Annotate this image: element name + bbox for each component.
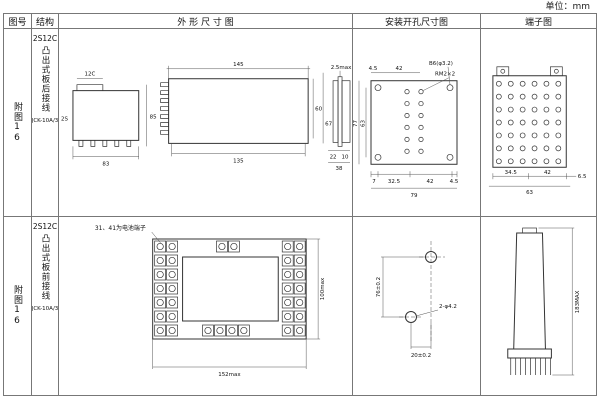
mounting-hole-drawing-rear: 4.5 42 B6(φ3.2) RM2×2 77 63 7 32.5 42 4.… — [353, 61, 459, 199]
dim-65: 6.5 — [578, 174, 587, 180]
dim-left-77: 77 — [353, 120, 359, 127]
dim-base-width: 83 — [102, 161, 109, 167]
dim-height: 85 — [150, 115, 157, 121]
dim-h60: 60 — [315, 107, 322, 113]
row1-mounting-cell: 4.5 42 B6(φ3.2) RM2×2 77 63 7 32.5 42 4.… — [353, 29, 481, 217]
dim-63: 63 — [526, 190, 533, 196]
relay-body-outline — [182, 256, 279, 322]
row2-structure-cell: 2S12C 凸出式板前接线 JCK-10A/3 — [32, 217, 59, 395]
dim-top-45: 4.5 — [369, 66, 378, 72]
dim-top-width: 12C — [84, 72, 95, 78]
right-terminal-columns — [281, 240, 306, 337]
row2-figure-number-cell: 附图16 — [4, 217, 32, 395]
label-corner-hole: B6(φ3.2) — [429, 61, 453, 67]
dim-h67: 67 — [325, 121, 332, 127]
outline-drawing-front-wiring: 31、41为电池端子 — [95, 224, 326, 378]
header-outline-dimensions: 外 形 尺 寸 图 — [59, 14, 353, 29]
relay-panel-side-view: 2.5max 22 10 38 — [328, 65, 352, 172]
center-terminals — [202, 240, 250, 337]
row1-outline-cell: 12C 2S 83 85 145 135 60 67 — [59, 29, 353, 217]
dim-bot-79: 79 — [411, 193, 418, 199]
left-terminal-columns — [154, 240, 178, 337]
dim-345: 34.5 — [505, 170, 517, 176]
header-structure: 结构 — [32, 14, 59, 29]
structure-label: 凸出式板后接线 — [40, 46, 50, 113]
dim-76: 76±0.2 — [376, 277, 382, 297]
dim-bot-45: 4.5 — [450, 179, 459, 185]
structure-label: 凸出式板前接线 — [40, 234, 50, 301]
mounting-hole-top — [425, 251, 437, 263]
drawing-table: 图号 结构 外 形 尺 寸 图 安装开孔尺寸图 端子图 附图16 2S12C 凸… — [3, 13, 597, 396]
relay-front-view: 145 135 60 67 — [160, 62, 333, 164]
row1-structure-cell: 2S12C 凸出式板后接线 JCK-10A/3 — [32, 29, 59, 217]
relay-side-small-view: 12C 2S 83 85 — [61, 72, 157, 168]
dim-side-mark: 2S — [61, 117, 68, 123]
dim-100max: 100max — [320, 277, 326, 300]
battery-terminal-note: 31、41为电池端子 — [95, 224, 146, 232]
terminal-side-view-front: 183MAX — [507, 227, 581, 376]
dim-bot-7: 7 — [372, 179, 376, 185]
figure-number-label: 附图16 — [12, 285, 22, 327]
dim-d22: 22 — [330, 154, 337, 160]
row2-outline-cell: 31、41为电池端子 — [59, 217, 353, 395]
dim-d10: 10 — [342, 154, 349, 160]
dim-panel-thickness: 2.5max — [331, 65, 352, 71]
figure-number-label: 附图16 — [12, 101, 22, 144]
row2-mounting-cell: 76±0.2 20±0.2 2-φ4.2 — [353, 217, 481, 395]
outline-drawing-rear-wiring: 12C 2S 83 85 145 135 60 67 — [61, 62, 352, 172]
row2-terminal-cell: 183MAX — [481, 217, 596, 395]
label-screw-thread: RM2×2 — [435, 72, 455, 78]
model-label: 2S12C — [32, 222, 58, 231]
label-2-phi42: 2-φ4.2 — [439, 304, 457, 310]
terminal-diagram-rear: 34.5 42 63 6.5 — [488, 66, 587, 196]
screw-hole-pattern — [404, 89, 424, 154]
terminal-grid — [496, 80, 562, 165]
unit-label: 单位：mm — [545, 2, 590, 12]
relay-body-side — [513, 232, 546, 350]
dim-20: 20±0.2 — [411, 353, 431, 359]
header-figure-number: 图号 — [4, 14, 32, 29]
dim-bot-42: 42 — [427, 179, 434, 185]
row1-terminal-cell: 34.5 42 63 6.5 — [481, 29, 596, 217]
type-code-label: JCK-10A/3 — [32, 117, 59, 124]
model-label: 2S12C — [32, 34, 58, 43]
dim-left-63: 63 — [360, 120, 366, 127]
header-terminal-diagram: 端子图 — [481, 14, 596, 29]
type-code-label: JCK-10A/3 — [32, 305, 59, 312]
mounting-hole-drawing-front: 76±0.2 20±0.2 2-φ4.2 — [376, 241, 457, 359]
mounting-hole-bottom — [405, 311, 417, 323]
row1-figure-number-cell: 附图16 — [4, 29, 32, 217]
dim-body-width2: 135 — [233, 158, 243, 164]
dim-d38: 38 — [336, 166, 343, 172]
dim-top-42: 42 — [396, 66, 403, 72]
dim-bot-325: 32.5 — [388, 179, 400, 185]
dim-183max: 183MAX — [575, 290, 581, 313]
header-mounting-hole-dimensions: 安装开孔尺寸图 — [353, 14, 481, 29]
dim-body-width: 145 — [233, 62, 243, 68]
dim-42: 42 — [544, 170, 551, 176]
dim-152max: 152max — [218, 372, 241, 378]
